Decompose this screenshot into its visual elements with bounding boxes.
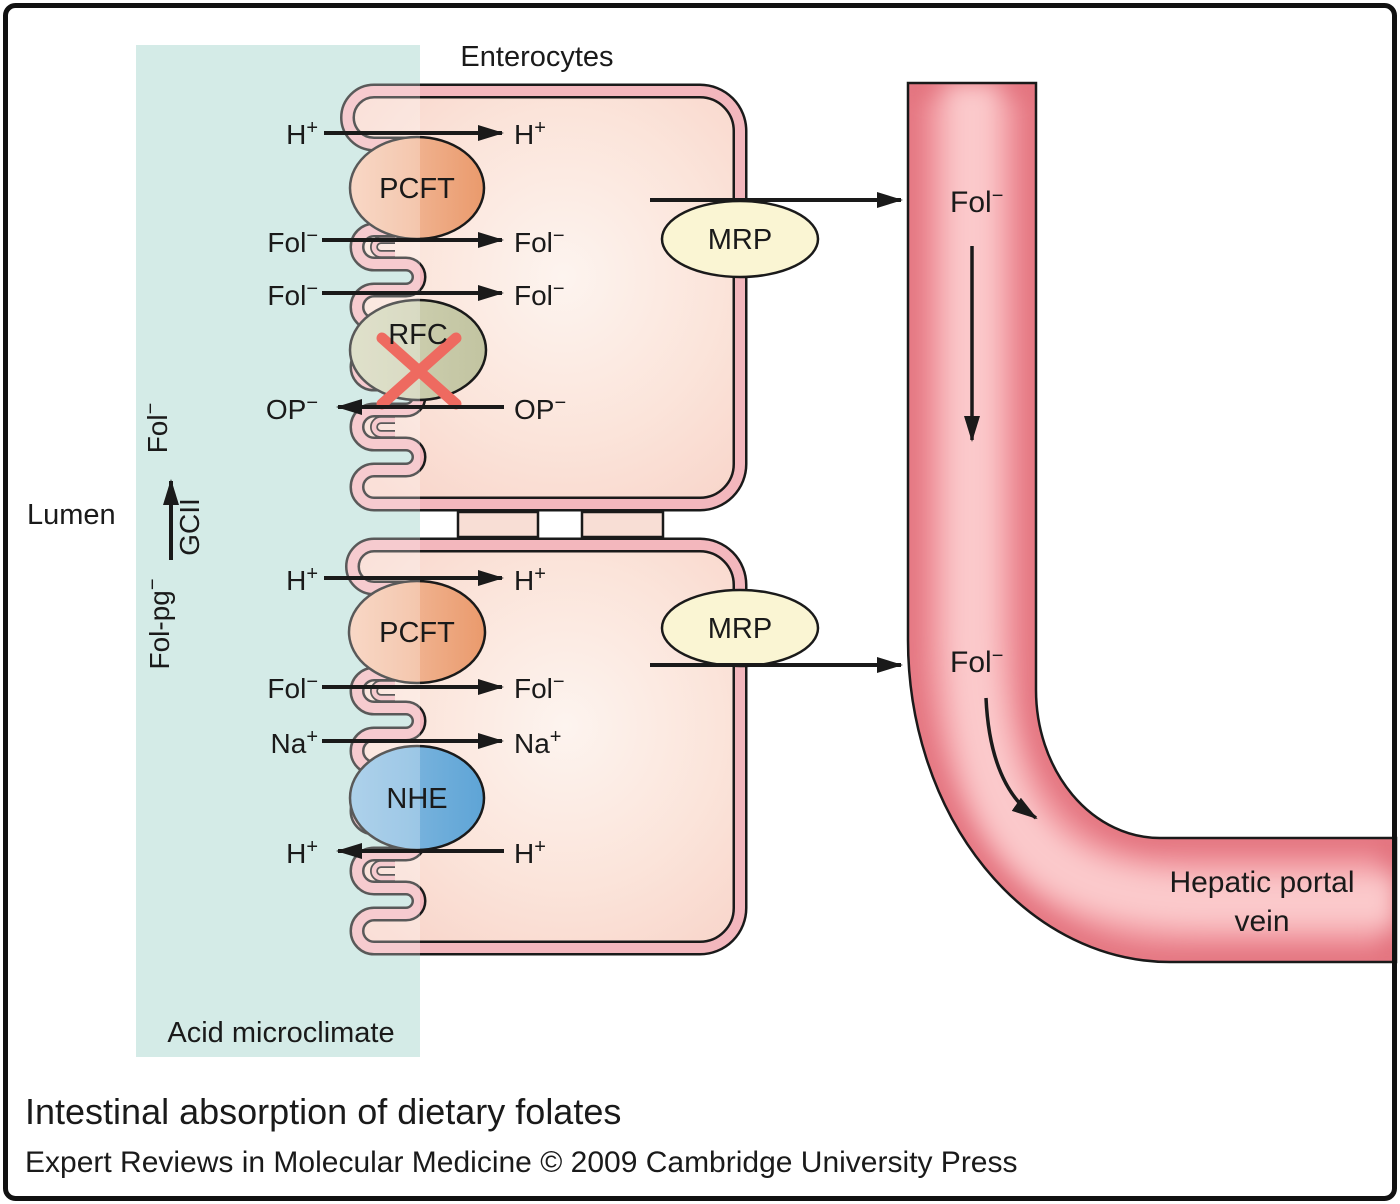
lumen-label: Lumen [27, 499, 116, 531]
gcii-reaction: Fol− GCII Fol-pg− [140, 403, 205, 670]
vein-core-highlight [944, 83, 1396, 929]
ion-label: OP− [514, 392, 566, 425]
figure-title: Intestinal absorption of dietary folates [25, 1091, 621, 1132]
acid-zone-tint [136, 45, 420, 1057]
rfc-label: RFC [388, 319, 448, 351]
hepatic-portal-vein-label-line2: vein [1234, 905, 1289, 938]
ion-label: H+ [286, 563, 318, 596]
enterocytes-label: Enterocytes [460, 41, 613, 73]
ion-label: H+ [286, 117, 318, 150]
ion-label: H+ [286, 836, 318, 869]
ion-label: OP− [266, 392, 318, 425]
vein-fol-upper-label: Fol− [950, 185, 1003, 219]
ion-label: Na+ [514, 726, 561, 759]
junction-block [580, 510, 665, 539]
ion-label: Fol− [514, 278, 565, 311]
mrp1-label: MRP [708, 224, 772, 256]
ion-label: H+ [514, 836, 546, 869]
rfc-crossed-out-icon [376, 332, 462, 410]
cell2-ion-labels: H+ H+ Fol− Fol− Na+ Na+ H+ H+ [267, 563, 564, 869]
microvillus-small-3-fill [371, 681, 395, 701]
figure-credit: Expert Reviews in Molecular Medicine © 2… [25, 1146, 1018, 1179]
ion-label: Fol− [267, 278, 318, 311]
microvillus-small-4-fill [371, 861, 395, 881]
ion-label: Fol− [267, 671, 318, 704]
rfc-transporter [348, 298, 488, 402]
nhe-label: NHE [386, 783, 447, 815]
vein-fol-lower-label: Fol− [950, 645, 1003, 679]
ion-label: H+ [514, 563, 546, 596]
pcft1-label: PCFT [379, 173, 455, 205]
vein-bend-flow-arrow [984, 697, 1038, 820]
cell2-transport-arrows [322, 570, 903, 859]
acid-microclimate-label: Acid microclimate [167, 1017, 394, 1049]
cell1-transport-arrows [322, 125, 903, 415]
hepatic-portal-vein [906, 81, 1398, 964]
gcii-substrate-label: Fol-pg− [142, 578, 175, 669]
junction-block [456, 510, 540, 539]
vein-outline [906, 81, 1398, 964]
mrp2-label: MRP [708, 613, 772, 645]
figure-frame [3, 3, 1397, 1201]
ion-label: Na+ [271, 726, 318, 759]
cell1-ion-labels: H+ H+ Fol− Fol− Fol− Fol− OP− OP− [266, 117, 566, 425]
gcii-enzyme-label: GCII [174, 498, 205, 556]
pcft2-transporter [347, 579, 487, 685]
ion-label: Fol− [267, 225, 318, 258]
ion-label: Fol− [514, 671, 565, 704]
microvillus-small-2-fill [371, 417, 395, 437]
tight-junction [456, 510, 665, 539]
ion-label: H+ [514, 117, 546, 150]
ion-label: Fol− [514, 225, 565, 258]
pcft2-label: PCFT [379, 617, 455, 649]
gcii-product-label: Fol− [140, 403, 173, 454]
hepatic-portal-vein-label-line1: Hepatic portal [1169, 866, 1354, 899]
